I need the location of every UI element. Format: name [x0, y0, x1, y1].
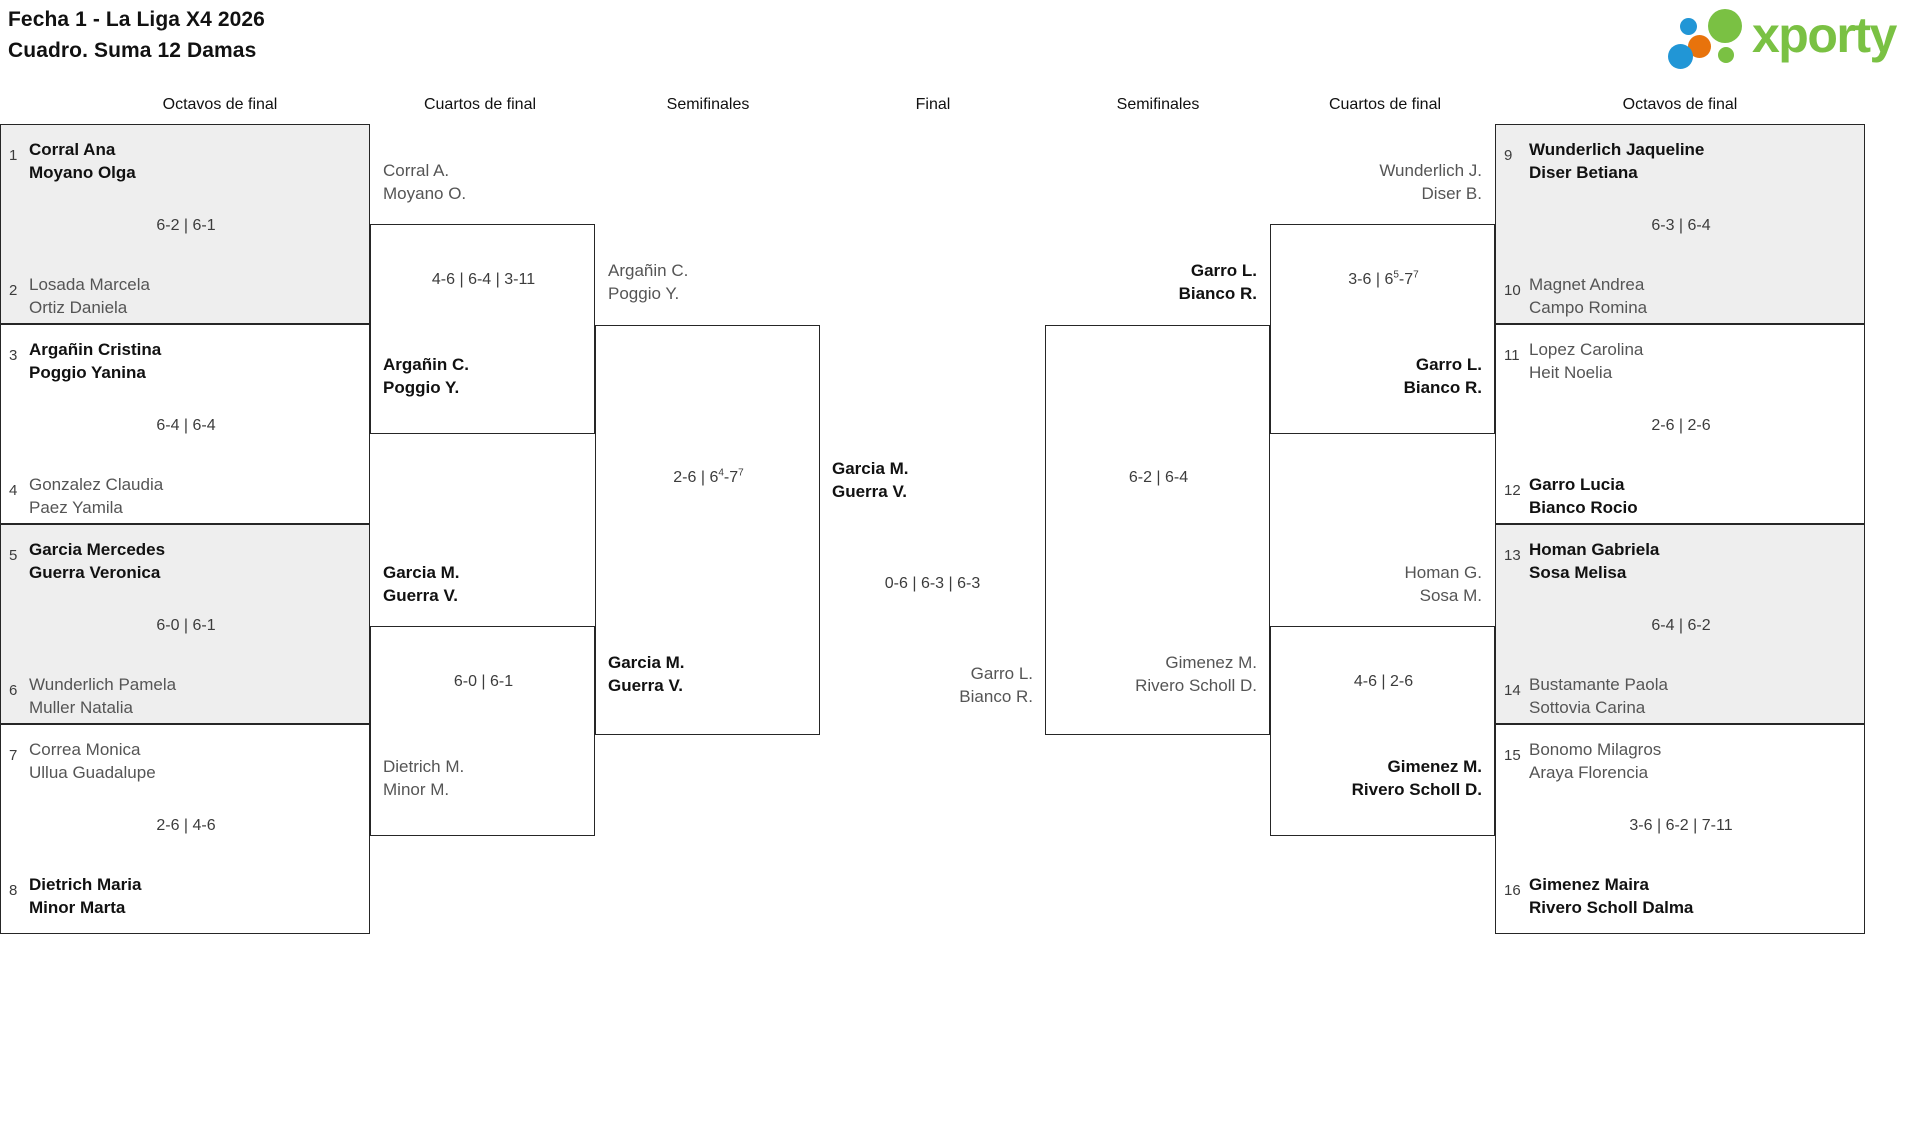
seed-number: 4 [9, 482, 18, 499]
team-name-top: Garro L.Bianco R. [1178, 261, 1257, 303]
team-name-top: Garcia M.Guerra V. [383, 563, 460, 605]
match-score: 6-2 | 6-1 [156, 217, 216, 234]
match-box-right-cuartos-1[interactable]: Wunderlich J.Diser B. 3-6 | 65-77 Garro … [1270, 161, 1495, 434]
match-score: 6-0 | 6-1 [453, 673, 514, 690]
match-score: 6-3 | 6-4 [1651, 217, 1711, 234]
seed-number: 9 [1504, 147, 1513, 164]
team-name-top: Argañin C.Poggio Y. [608, 261, 689, 303]
round-header-final: Final [915, 96, 951, 113]
title-line-1: Fecha 1 - La Liga X4 2026 [8, 8, 265, 31]
match-box-final[interactable]: Garcia M.Guerra V. 0-6 | 6-3 | 6-3 Garro… [820, 455, 1045, 706]
match-score: 3-6 | 65-77 [1348, 269, 1419, 288]
round-header-left-semis: Semifinales [666, 96, 750, 113]
title-line-2: Cuadro. Suma 12 Damas [8, 39, 257, 62]
seed-number: 5 [9, 547, 18, 564]
logo-dot-green-large [1708, 9, 1742, 43]
match-score: 6-4 | 6-4 [156, 417, 216, 434]
round-header-right-octavos: Octavos de final [1622, 96, 1738, 113]
seed-number: 13 [1504, 547, 1521, 564]
match-score: 4-6 | 2-6 [1353, 673, 1414, 690]
seed-number: 2 [9, 282, 18, 299]
match-score: 6-2 | 6-4 [1128, 469, 1189, 486]
logo-wordmark: xporty [1752, 7, 1897, 63]
team-name-top: Homan G.Sosa M. [1404, 563, 1482, 605]
team-name-bottom: Gimenez M.Rivero Scholl D. [1351, 757, 1482, 799]
round-header-left-octavos: Octavos de final [162, 96, 278, 113]
seed-number: 15 [1504, 747, 1521, 764]
seed-number: 14 [1504, 682, 1521, 699]
match-score: 4-6 | 6-4 | 3-11 [431, 271, 536, 288]
match-box-right-cuartos-2[interactable]: Homan G.Sosa M. 4-6 | 2-6 Gimenez M.Rive… [1270, 563, 1495, 836]
final-winner-name: Garcia M.Guerra V. [832, 459, 909, 501]
seed-number: 3 [9, 347, 18, 364]
match-box-left-cuartos-1[interactable]: Corral A.Moyano O. 4-6 | 6-4 | 3-11 Arga… [370, 161, 595, 434]
match-box-right-semifinal[interactable]: Garro L.Bianco R. 6-2 | 6-4 Gimenez M.Ri… [1045, 261, 1270, 735]
logo-dot-blue-large [1668, 44, 1693, 69]
match-score: 3-6 | 6-2 | 7-11 [1629, 817, 1733, 834]
seed-number: 12 [1504, 482, 1521, 499]
match-score: 2-6 | 64-77 [673, 467, 744, 486]
page-title: Fecha 1 - La Liga X4 2026 Cuadro. Suma 1… [8, 4, 265, 66]
seed-number: 16 [1504, 882, 1521, 899]
seed-number: 8 [9, 882, 18, 899]
match-score: 6-0 | 6-1 [156, 617, 216, 634]
match-box-left-semifinal[interactable]: Argañin C.Poggio Y. 2-6 | 64-77 Garcia M… [595, 261, 820, 735]
match-score: 2-6 | 4-6 [156, 817, 216, 834]
logo-dot-blue-small [1680, 18, 1697, 35]
final-runnerup-name: Garro L.Bianco R. [959, 664, 1033, 706]
final-score: 0-6 | 6-3 | 6-3 [884, 575, 981, 592]
match-score: 2-6 | 2-6 [1651, 417, 1711, 434]
team-name-bottom: Garro L.Bianco R. [1403, 355, 1482, 397]
team-name-bottom: Dietrich M.Minor M. [383, 757, 465, 799]
seed-number: 11 [1504, 347, 1520, 364]
round-header-right-semis: Semifinales [1116, 96, 1200, 113]
team-name-bottom: Argañin C.Poggio Y. [383, 355, 469, 397]
team-name-top: Wunderlich J.Diser B. [1379, 161, 1482, 203]
team-name-top: Corral A.Moyano O. [383, 161, 467, 203]
xporty-logo: xporty [1666, 6, 1906, 69]
team-name-bottom: Garcia M.Guerra V. [608, 653, 685, 695]
seed-number: 10 [1504, 282, 1521, 299]
match-score: 6-4 | 6-2 [1651, 617, 1711, 634]
round-header-left-cuartos: Cuartos de final [423, 96, 537, 113]
seed-number: 6 [9, 682, 18, 699]
seed-number: 7 [9, 747, 18, 764]
seed-number: 1 [9, 147, 18, 164]
round-header-right-cuartos: Cuartos de final [1328, 96, 1442, 113]
logo-dot-green-small [1718, 47, 1734, 63]
team-name-bottom: Gimenez M.Rivero Scholl D. [1135, 653, 1257, 695]
match-box-left-cuartos-2[interactable]: Garcia M.Guerra V. 6-0 | 6-1 Dietrich M.… [370, 563, 595, 836]
logo-dot-orange [1688, 35, 1711, 58]
